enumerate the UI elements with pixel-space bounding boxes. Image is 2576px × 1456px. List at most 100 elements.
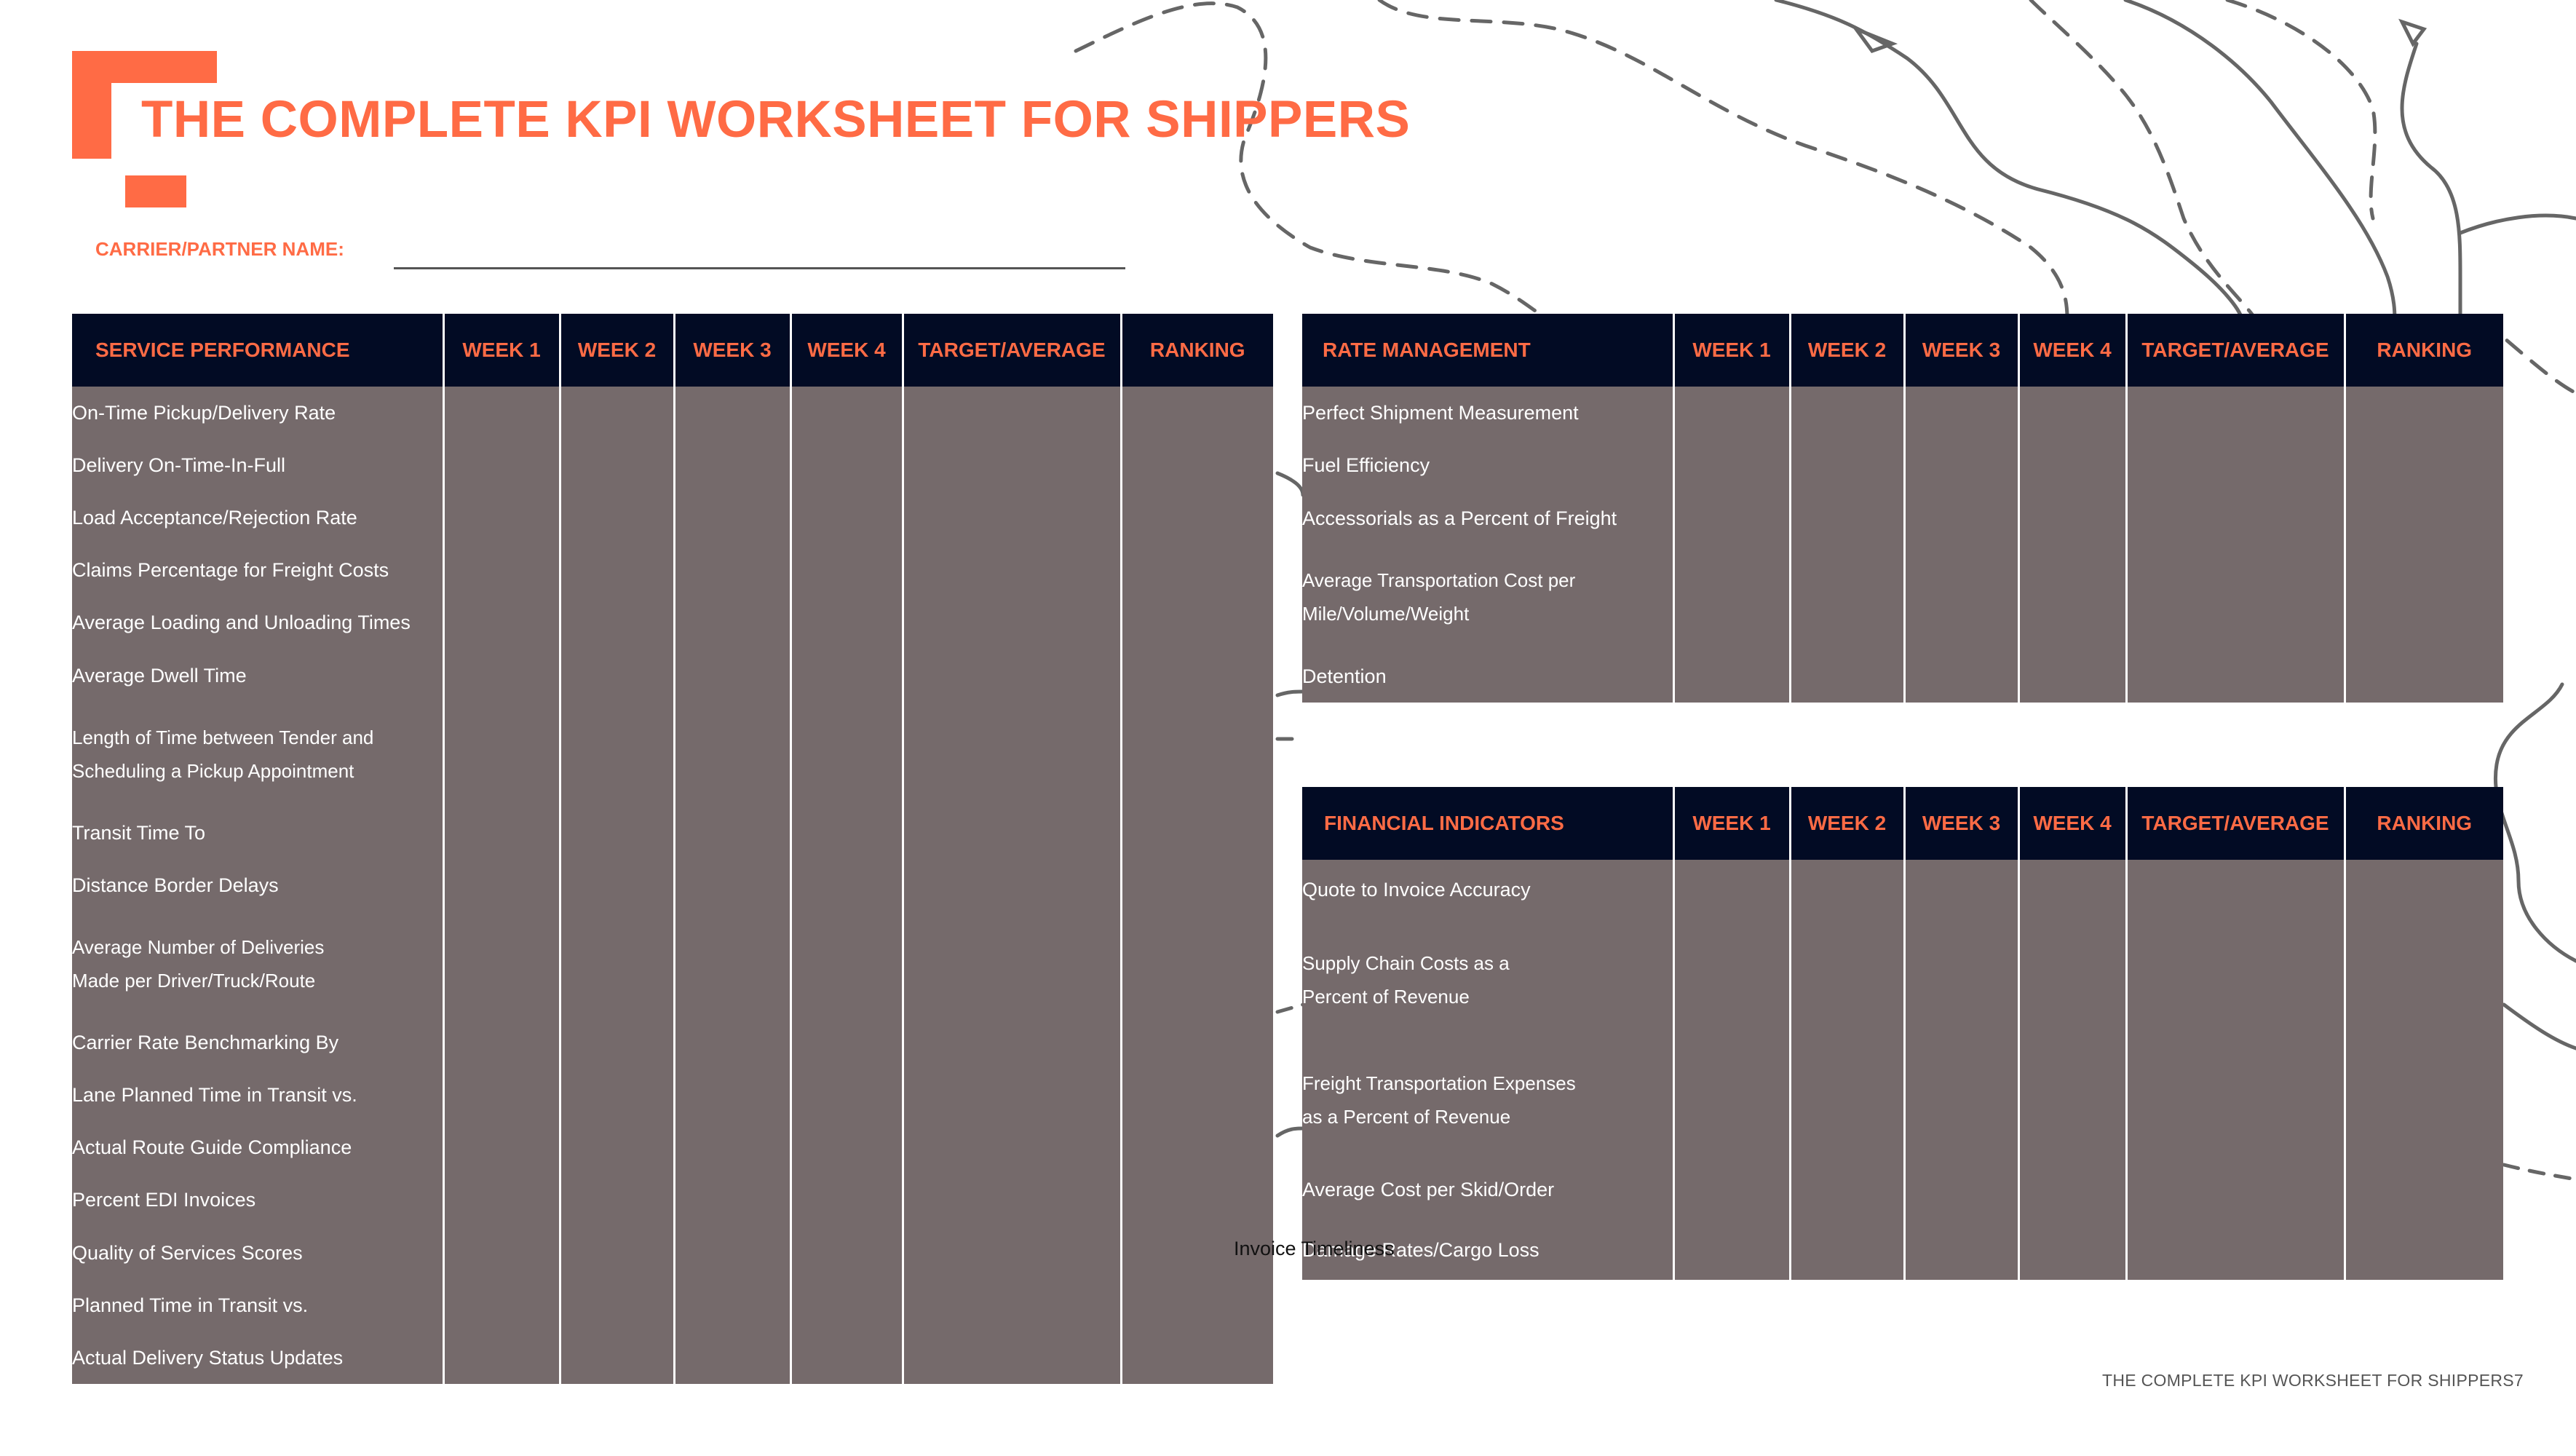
kpi-cell-week-2[interactable] xyxy=(560,649,675,702)
kpi-cell-week-3[interactable] xyxy=(674,701,792,807)
kpi-cell-week-1[interactable] xyxy=(1673,1040,1791,1160)
kpi-cell-week-4[interactable] xyxy=(790,544,904,597)
kpi-cell-week-4[interactable] xyxy=(2018,860,2128,920)
kpi-cell-week-3[interactable] xyxy=(1904,439,2020,492)
kpi-cell-week-2[interactable] xyxy=(1790,649,1906,703)
kpi-cell-ranking[interactable] xyxy=(1121,1016,1273,1069)
kpi-cell-week-1[interactable] xyxy=(443,1226,561,1279)
kpi-cell-target-average[interactable] xyxy=(2126,491,2346,545)
kpi-cell-week-1[interactable] xyxy=(443,1069,561,1122)
kpi-cell-target-average[interactable] xyxy=(2126,439,2346,492)
kpi-cell-ranking[interactable] xyxy=(1121,1331,1273,1384)
kpi-cell-week-3[interactable] xyxy=(674,1121,792,1174)
kpi-cell-week-1[interactable] xyxy=(443,858,561,911)
kpi-cell-week-3[interactable] xyxy=(1904,1160,2020,1220)
kpi-cell-week-4[interactable] xyxy=(2018,439,2128,492)
kpi-cell-week-4[interactable] xyxy=(790,806,904,859)
kpi-cell-week-4[interactable] xyxy=(2018,1040,2128,1160)
kpi-cell-ranking[interactable] xyxy=(2345,649,2503,703)
kpi-cell-ranking[interactable] xyxy=(1121,649,1273,702)
kpi-cell-week-4[interactable] xyxy=(790,701,904,807)
kpi-cell-week-1[interactable] xyxy=(443,649,561,702)
kpi-cell-week-1[interactable] xyxy=(443,911,561,1017)
kpi-cell-week-3[interactable] xyxy=(674,1016,792,1069)
kpi-cell-week-3[interactable] xyxy=(674,439,792,492)
kpi-cell-week-4[interactable] xyxy=(790,1069,904,1122)
kpi-cell-week-2[interactable] xyxy=(1790,491,1906,545)
kpi-cell-week-2[interactable] xyxy=(1790,1219,1906,1280)
kpi-cell-week-3[interactable] xyxy=(674,544,792,597)
kpi-cell-week-4[interactable] xyxy=(790,911,904,1017)
kpi-cell-target-average[interactable] xyxy=(2126,544,2346,650)
kpi-cell-ranking[interactable] xyxy=(1121,1069,1273,1122)
kpi-cell-target-average[interactable] xyxy=(2126,1160,2346,1220)
kpi-cell-ranking[interactable] xyxy=(1121,544,1273,597)
kpi-cell-week-1[interactable] xyxy=(443,701,561,807)
kpi-cell-target-average[interactable] xyxy=(903,858,1122,911)
kpi-cell-ranking[interactable] xyxy=(1121,596,1273,649)
kpi-cell-week-1[interactable] xyxy=(443,806,561,859)
kpi-cell-ranking[interactable] xyxy=(2345,439,2503,492)
kpi-cell-week-1[interactable] xyxy=(1673,649,1791,703)
kpi-cell-week-4[interactable] xyxy=(2018,544,2128,650)
kpi-cell-week-2[interactable] xyxy=(560,911,675,1017)
kpi-cell-target-average[interactable] xyxy=(2126,1040,2346,1160)
carrier-name-input-line[interactable] xyxy=(394,267,1125,269)
kpi-cell-week-1[interactable] xyxy=(443,439,561,492)
kpi-cell-week-3[interactable] xyxy=(1904,919,2020,1040)
kpi-cell-week-3[interactable] xyxy=(674,387,792,440)
kpi-cell-ranking[interactable] xyxy=(1121,1174,1273,1227)
kpi-cell-target-average[interactable] xyxy=(903,911,1122,1017)
kpi-cell-week-2[interactable] xyxy=(560,439,675,492)
kpi-cell-week-3[interactable] xyxy=(1904,860,2020,920)
kpi-cell-week-4[interactable] xyxy=(2018,1160,2128,1220)
kpi-cell-week-1[interactable] xyxy=(443,491,561,545)
kpi-cell-ranking[interactable] xyxy=(2345,544,2503,650)
kpi-cell-target-average[interactable] xyxy=(903,701,1122,807)
kpi-cell-week-3[interactable] xyxy=(674,806,792,859)
kpi-cell-week-4[interactable] xyxy=(2018,649,2128,703)
kpi-cell-week-4[interactable] xyxy=(790,1174,904,1227)
kpi-cell-ranking[interactable] xyxy=(1121,858,1273,911)
kpi-cell-week-2[interactable] xyxy=(1790,860,1906,920)
kpi-cell-ranking[interactable] xyxy=(2345,919,2503,1040)
kpi-cell-week-2[interactable] xyxy=(560,491,675,545)
kpi-cell-target-average[interactable] xyxy=(903,1069,1122,1122)
kpi-cell-target-average[interactable] xyxy=(903,649,1122,702)
kpi-cell-week-4[interactable] xyxy=(2018,1219,2128,1280)
kpi-cell-week-1[interactable] xyxy=(1673,439,1791,492)
kpi-cell-target-average[interactable] xyxy=(2126,387,2346,440)
kpi-cell-week-2[interactable] xyxy=(560,1016,675,1069)
kpi-cell-ranking[interactable] xyxy=(1121,911,1273,1017)
kpi-cell-week-4[interactable] xyxy=(790,1278,904,1332)
kpi-cell-week-1[interactable] xyxy=(443,544,561,597)
kpi-cell-week-4[interactable] xyxy=(790,1121,904,1174)
kpi-cell-week-2[interactable] xyxy=(560,1331,675,1384)
kpi-cell-week-3[interactable] xyxy=(674,1226,792,1279)
kpi-cell-target-average[interactable] xyxy=(903,596,1122,649)
kpi-cell-week-3[interactable] xyxy=(674,491,792,545)
kpi-cell-week-2[interactable] xyxy=(560,1121,675,1174)
kpi-cell-week-3[interactable] xyxy=(1904,544,2020,650)
kpi-cell-week-2[interactable] xyxy=(560,701,675,807)
kpi-cell-week-3[interactable] xyxy=(1904,1219,2020,1280)
kpi-cell-week-2[interactable] xyxy=(1790,439,1906,492)
kpi-cell-ranking[interactable] xyxy=(1121,806,1273,859)
kpi-cell-target-average[interactable] xyxy=(2126,919,2346,1040)
kpi-cell-week-4[interactable] xyxy=(2018,387,2128,440)
kpi-cell-week-2[interactable] xyxy=(560,1226,675,1279)
kpi-cell-target-average[interactable] xyxy=(2126,1219,2346,1280)
kpi-cell-week-3[interactable] xyxy=(1904,387,2020,440)
kpi-cell-week-1[interactable] xyxy=(443,1331,561,1384)
kpi-cell-ranking[interactable] xyxy=(1121,1121,1273,1174)
kpi-cell-ranking[interactable] xyxy=(2345,1160,2503,1220)
kpi-cell-week-4[interactable] xyxy=(790,1226,904,1279)
kpi-cell-week-1[interactable] xyxy=(443,1278,561,1332)
kpi-cell-week-1[interactable] xyxy=(443,596,561,649)
kpi-cell-ranking[interactable] xyxy=(1121,1278,1273,1332)
kpi-cell-week-2[interactable] xyxy=(560,596,675,649)
kpi-cell-week-3[interactable] xyxy=(1904,1040,2020,1160)
kpi-cell-week-2[interactable] xyxy=(1790,919,1906,1040)
kpi-cell-target-average[interactable] xyxy=(903,439,1122,492)
kpi-cell-week-3[interactable] xyxy=(1904,491,2020,545)
